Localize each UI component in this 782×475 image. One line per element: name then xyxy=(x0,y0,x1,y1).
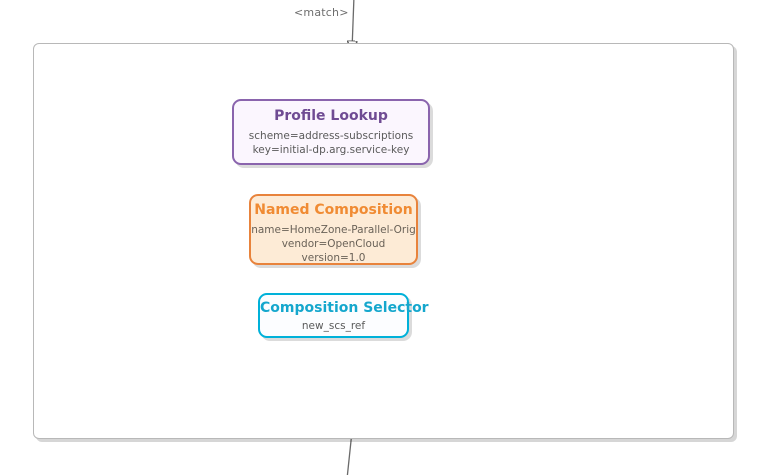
node-named-composition-body: name=HomeZone-Parallel-Orig vendor=OpenC… xyxy=(251,223,416,264)
node-composition-selector-title: Composition Selector xyxy=(260,300,429,316)
node-profile-lookup-body: scheme=address-subscriptions key=initial… xyxy=(248,129,414,156)
node-composition-selector[interactable]: Composition Selector new_scs_ref xyxy=(258,293,429,338)
node-composition-selector-body: new_scs_ref xyxy=(301,319,366,332)
node-named-composition-title: Named Composition xyxy=(254,202,413,218)
edge-incoming-match xyxy=(352,0,354,50)
node-profile-lookup[interactable]: Profile Lookup scheme=address-subscripti… xyxy=(232,99,430,165)
edge-label-match: <match> xyxy=(294,6,349,19)
node-named-composition[interactable]: Named Composition name=HomeZone-Parallel… xyxy=(249,194,418,265)
node-profile-lookup-title: Profile Lookup xyxy=(274,108,388,124)
